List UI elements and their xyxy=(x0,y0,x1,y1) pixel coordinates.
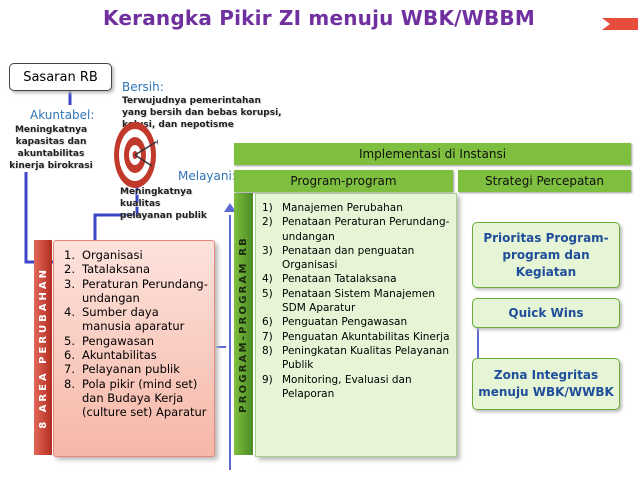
strategy-zona-integritas-box: Zona Integritas menuju WBK/WWBK xyxy=(472,358,620,410)
program-list-box: 1) Manajemen Perubahan 2) Penataan Peratura… xyxy=(255,193,457,457)
list-item-text: Organisasi xyxy=(82,248,143,262)
list-item-number: 8) xyxy=(262,344,273,357)
list-item-number: 3. xyxy=(64,276,75,291)
program-rb-band-label: PROGRAM-PROGRAM RB xyxy=(238,235,249,413)
program-rb-band: PROGRAM-PROGRAM RB xyxy=(234,193,253,455)
list-item-number: 2. xyxy=(64,262,75,277)
melayani-desc: Meningkatnya kualitas pelayanan publik xyxy=(120,187,207,221)
arrow-decoration-icon xyxy=(602,18,638,30)
akuntabel-label: Akuntabel: xyxy=(30,108,95,122)
list-item: 5. Pengawasan xyxy=(64,334,208,348)
list-item: 5) Penataan Sistem Manajemen SDM Aparatur xyxy=(262,287,450,316)
list-item-number: 9) xyxy=(262,373,273,386)
list-item-text: Penataan Sistem Manajemen SDM Aparatur xyxy=(282,287,435,315)
area-perubahan-box: 1. Organisasi 2. Tatalaksana 3. Peraturan Per… xyxy=(53,240,215,457)
list-item: 8. Pola pikir (mind set) dan Budaya Kerja… xyxy=(64,377,208,420)
list-item-number: 2) xyxy=(262,216,273,229)
list-item: 7. Pelayanan publik xyxy=(64,362,208,376)
list-item-text: Penataan Peraturan Perundang-undangan xyxy=(282,216,450,243)
list-item-text: Tatalaksana xyxy=(82,262,151,277)
list-item: 6. Akuntabilitas xyxy=(64,348,208,362)
list-item-number: 6. xyxy=(64,348,75,363)
implementasi-header: Implementasi di Instansi xyxy=(234,143,631,165)
melayani-label: Melayani: xyxy=(178,169,236,183)
list-item: 4) Penataan Tatalaksana xyxy=(262,272,450,286)
list-item: 1) Manajemen Perubahan xyxy=(262,201,450,215)
list-item-text: Pola pikir (mind set) dan Budaya Kerja (… xyxy=(82,376,207,420)
list-item-text: Peraturan Perundang-undangan xyxy=(82,276,208,305)
list-item-number: 4) xyxy=(262,273,273,286)
list-item-number: 5. xyxy=(64,333,75,348)
area-perubahan-band-label: 8 AREA PERUBAHAN xyxy=(37,266,49,429)
list-item-number: 7) xyxy=(262,330,273,343)
bersih-label: Bersih: xyxy=(122,80,164,94)
list-item: 8) Peningkatan Kualitas Pelayanan Publik xyxy=(262,344,450,373)
list-item: 4. Sumber daya manusia aparatur xyxy=(64,305,208,334)
list-item-number: 8. xyxy=(64,376,75,391)
akuntabel-desc: Meningkatnya kapasitas dan akuntabilitas… xyxy=(9,125,93,171)
list-item: 6) Penguatan Pengawasan xyxy=(262,315,450,329)
list-item-text: Pelayanan publik xyxy=(82,362,180,377)
list-item: 9) Monitoring, Evaluasi dan Pelaporan xyxy=(262,373,450,402)
list-item: 3. Peraturan Perundang-undangan xyxy=(64,277,208,306)
list-item: 3) Penataan dan penguatan Organisasi xyxy=(262,244,450,273)
target-dartboard-icon xyxy=(114,122,158,188)
list-item-number: 3) xyxy=(262,244,273,257)
bersih-desc: Terwujudnya pemerintahan yang bersih dan… xyxy=(122,96,282,130)
list-item: 1. Organisasi xyxy=(64,248,208,262)
list-item-text: Penguatan Akuntabilitas Kinerja xyxy=(282,330,450,343)
list-item-text: Penguatan Pengawasan xyxy=(282,316,408,329)
list-item-number: 4. xyxy=(64,305,75,320)
list-item-text: Penataan dan penguatan Organisasi xyxy=(282,244,415,272)
list-item-number: 7. xyxy=(64,362,75,377)
list-item-text: Sumber daya manusia aparatur xyxy=(82,305,185,334)
list-item-text: Manajemen Perubahan xyxy=(282,202,403,214)
list-item-text: Akuntabilitas xyxy=(82,348,157,363)
list-item-number: 1. xyxy=(64,248,75,262)
sasaran-rb-box: Sasaran RB xyxy=(9,63,112,91)
strategy-quick-wins-box: Quick Wins xyxy=(472,298,620,328)
list-item-number: 5) xyxy=(262,287,273,300)
list-item-text: Penataan Tatalaksana xyxy=(282,273,397,286)
list-item-number: 1) xyxy=(262,202,273,214)
list-item: 2. Tatalaksana xyxy=(64,262,208,276)
list-item-text: Monitoring, Evaluasi dan Pelaporan xyxy=(282,373,412,400)
list-item: 2) Penataan Peraturan Perundang-undangan xyxy=(262,215,450,244)
list-item: 7) Penguatan Akuntabilitas Kinerja xyxy=(262,330,450,344)
strategy-header: Strategi Percepatan xyxy=(458,170,631,192)
list-item-text: Peningkatan Kualitas Pelayanan Publik xyxy=(282,344,449,372)
strategy-prioritas-box: Prioritas Program-program dan Kegiatan xyxy=(472,222,620,288)
programs-header: Program-program xyxy=(234,170,453,192)
list-item-number: 6) xyxy=(262,316,273,329)
list-item-text: Pengawasan xyxy=(82,333,155,348)
area-perubahan-band: 8 AREA PERUBAHAN xyxy=(34,240,52,455)
page-title: Kerangka Pikir ZI menuju WBK/WBBM xyxy=(103,6,535,30)
